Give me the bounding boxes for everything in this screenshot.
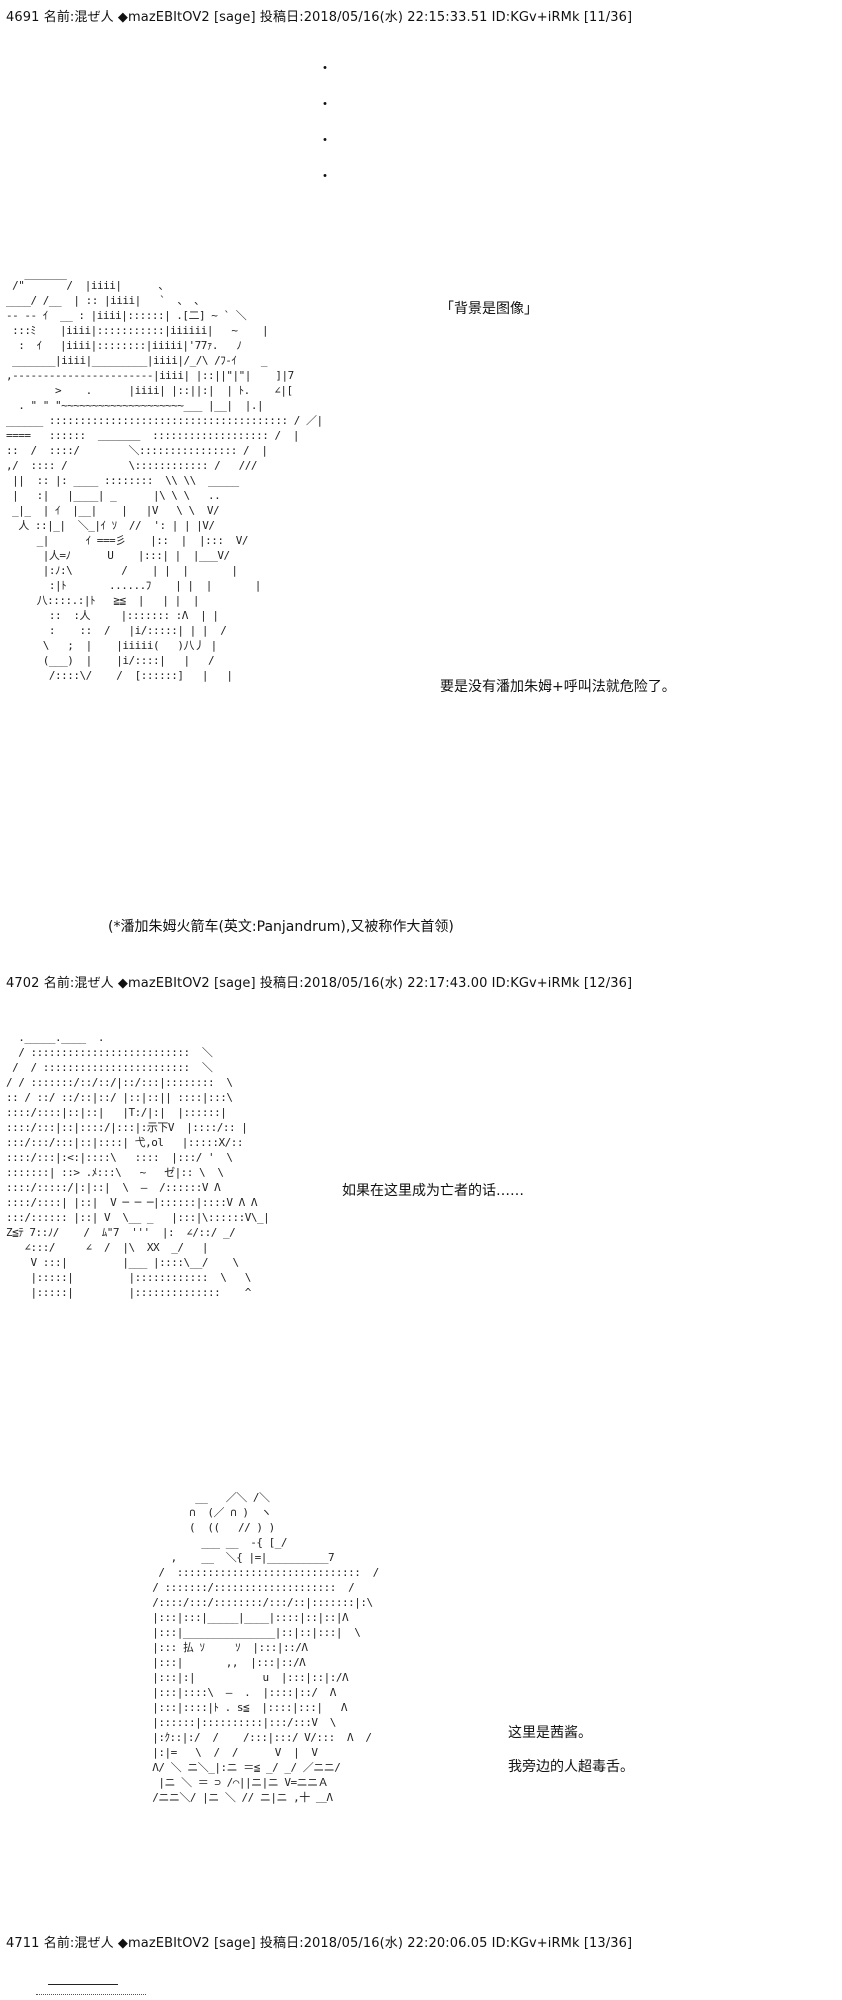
- dialogue-line: 要是没有潘加朱姆+呼叫法就危险了。: [440, 679, 676, 695]
- dialogue-line: 我旁边的人超毒舌。: [508, 1759, 634, 1775]
- ascii-art-fragment-dots: [36, 1994, 146, 1995]
- footnote: (*潘加朱姆火箭车(英文:Panjandrum),又被称作大首领): [108, 919, 454, 935]
- ellipsis-dot: ・: [318, 169, 332, 185]
- ellipsis-dot: ・: [318, 61, 332, 77]
- post-header-4691: 4691 名前:混ぜ人 ◆mazEBItOV2 [sage] 投稿日:2018/…: [6, 10, 633, 25]
- ascii-art-scene-two: ._____.____ . / ::::::::::::::::::::::::…: [6, 1031, 270, 1299]
- dialogue-line: 这里是茜酱。: [508, 1725, 592, 1741]
- ellipsis-dot: ・: [318, 133, 332, 149]
- ellipsis-dot: ・: [318, 97, 332, 113]
- caption-background-note: 「背景是图像」: [440, 301, 538, 317]
- post-header-4702: 4702 名前:混ぜ人 ◆mazEBItOV2 [sage] 投稿日:2018/…: [6, 976, 633, 991]
- post-header-4711: 4711 名前:混ぜ人 ◆mazEBItOV2 [sage] 投稿日:2018/…: [6, 1936, 633, 1951]
- ascii-art-scene-three: __ ／＼ /＼ ∩ (／ ∩ ) ヽ ( (( // ) ) ___ __ -…: [152, 1491, 379, 1804]
- dialogue-line: 如果在这里成为亡者的话……: [342, 1183, 524, 1199]
- ascii-art-fragment-line: [48, 1984, 118, 1985]
- ascii-art-scene-one: /"￣￣￣￣/ |iiii| 、 ____/ /__ | :: |iiii| `…: [6, 279, 323, 682]
